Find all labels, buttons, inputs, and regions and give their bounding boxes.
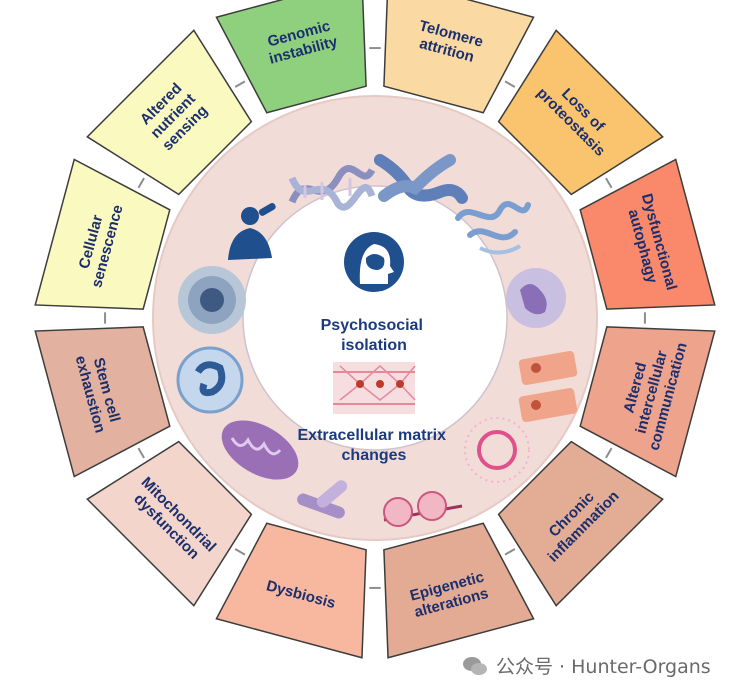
segment-stem-cell-shape — [34, 326, 171, 478]
segment-autophagy: Dysfunctionalautophagy — [579, 158, 716, 310]
watermark: 公众号 · Hunter-Organs — [462, 652, 711, 679]
epithelial-cells-icon — [518, 350, 578, 423]
segment-autophagy-shape — [579, 158, 716, 310]
segment-dysbiosis-shape — [215, 522, 367, 659]
segment-genomic-shape — [215, 0, 367, 114]
segment-inflammation: Chronicinflammation — [497, 440, 664, 607]
segment-proteostasis-shape — [497, 29, 664, 196]
connector-arrow — [605, 177, 613, 189]
middle-ring-border — [152, 95, 598, 541]
nucleosome-icon — [383, 491, 463, 527]
neutrophil-icon — [506, 268, 566, 328]
connector-arrow — [504, 80, 516, 88]
segment-mitochondrial-shape — [86, 440, 253, 607]
connector-arrow — [605, 447, 613, 459]
inner-circle — [242, 185, 508, 451]
segment-telomere-shape — [383, 0, 535, 114]
segment-senescence-shape — [34, 158, 171, 310]
segment-intercellular-shape — [579, 326, 716, 478]
macrophage-icon — [176, 346, 244, 414]
segment-mitochondrial: Mitochondrialdysfunction — [86, 440, 253, 607]
segment-stem-cell: Stem cellexhaustion — [34, 326, 171, 478]
segment-epigenetic: Epigeneticalterations — [383, 522, 535, 659]
connector-arrow — [137, 177, 145, 189]
person-drinking-icon — [228, 203, 276, 260]
chromosome-icon — [374, 154, 468, 204]
dna-helix-icon — [288, 165, 376, 211]
psychosocial-isolation-label: Psychosocial isolation — [321, 317, 428, 354]
segment-genomic: Genomicinstability — [215, 0, 367, 114]
connector-arrow — [234, 80, 246, 88]
extracellular-matrix-label: Extracellular matrix changes — [298, 427, 451, 464]
protein-icon — [455, 201, 531, 255]
segment-senescence: Cellularsenescence — [34, 158, 171, 310]
segment-telomere: Telomereattrition — [383, 0, 535, 114]
connector-arrow — [234, 548, 246, 556]
segment-intercellular: Alteredintercellularcommunication — [579, 326, 716, 478]
mitochondrion-icon — [221, 420, 299, 480]
segment-inflammation-shape — [497, 440, 664, 607]
segment-dysbiosis: Dysbiosis — [215, 522, 367, 659]
segment-nutrient: Alterednutrientsensing — [86, 29, 253, 196]
connector-arrow — [504, 548, 516, 556]
bacteria-icon — [297, 480, 348, 519]
arrows-layer — [104, 47, 646, 589]
extracellular-matrix-icon — [333, 362, 416, 414]
brain-head-icon — [344, 232, 404, 292]
segment-epigenetic-shape — [383, 522, 535, 659]
wechat-icon — [463, 656, 487, 675]
segment-senescence-label: Cellularsenescence — [72, 199, 127, 290]
watermark-text: 公众号 · Hunter-Organs — [496, 656, 711, 678]
segment-nutrient-shape — [86, 29, 253, 196]
connector-arrow — [137, 447, 145, 459]
cell-round-icon — [178, 266, 246, 334]
segment-proteostasis: Loss ofproteostasis — [497, 29, 664, 196]
virus-icon — [464, 417, 530, 483]
